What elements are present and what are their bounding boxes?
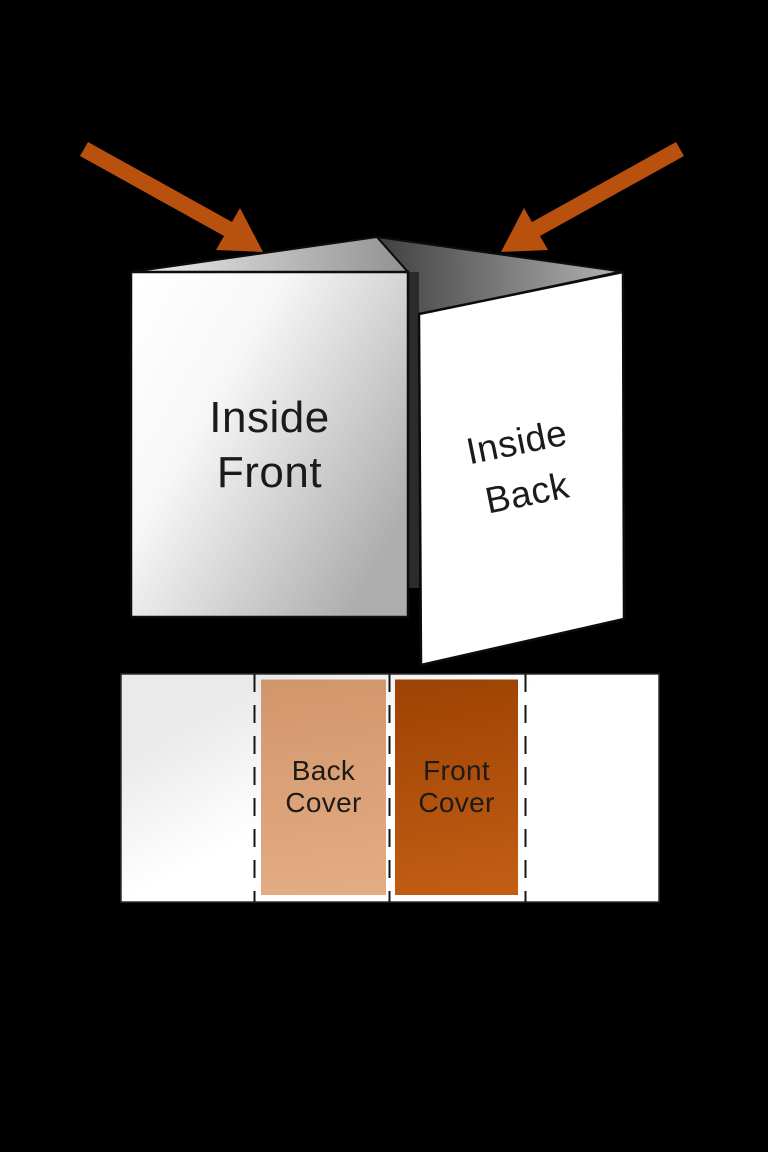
card-top-face <box>130 236 409 273</box>
front-cover-panel <box>395 679 518 895</box>
card-center-fold <box>407 272 419 588</box>
fold-arrow-right-icon <box>501 142 684 252</box>
back-cover-panel <box>261 679 386 895</box>
inside-back-panel <box>417 270 626 667</box>
inside-front-panel <box>129 270 410 619</box>
fold-arrow-left-icon <box>80 142 263 252</box>
